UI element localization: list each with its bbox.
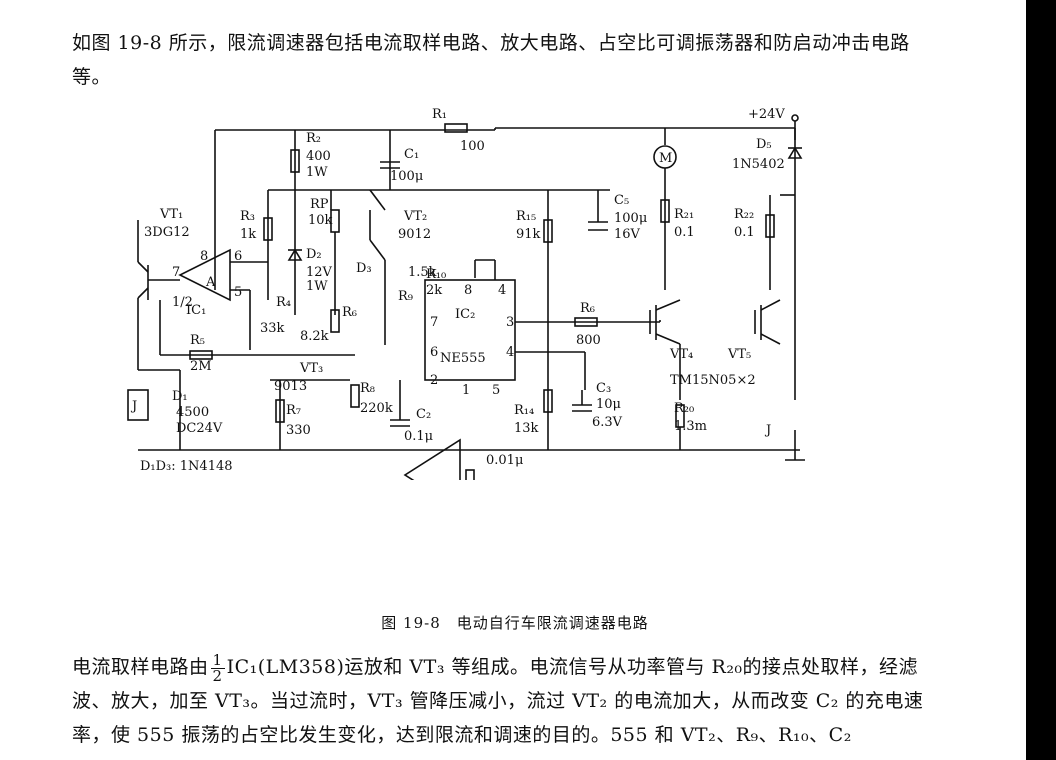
label-vt1-value: 3DG12 <box>144 225 190 240</box>
label-r6-value: 8.2k <box>300 329 329 344</box>
label-r6b-value: 800 <box>576 333 601 348</box>
label-d2-watt: 1W <box>306 279 328 294</box>
label-d3: D₃ <box>356 261 372 276</box>
label-r20: R₂₀ <box>674 401 694 416</box>
label-amp-a: A <box>205 275 216 290</box>
label-c-001: 0.01μ <box>486 453 523 468</box>
label-ic2-pin8: 8 <box>464 283 472 298</box>
label-c3-value: 10μ <box>596 397 621 412</box>
circuit-diagram: R₁ 100 R₂ 400 1W C₁ 100μ +24V D₅ 1N5402 … <box>127 107 805 480</box>
label-c2: C₂ <box>416 407 431 422</box>
label-r9: R₉ <box>398 289 413 304</box>
label-r10: R₁₀ <box>426 267 446 282</box>
label-r4-value: 33k <box>260 321 285 336</box>
label-amp-a-pin5: 5 <box>234 285 242 300</box>
label-c3: C₃ <box>596 381 611 396</box>
label-r21-value: 0.1 <box>674 225 695 240</box>
label-c5-volt: 16V <box>614 227 641 242</box>
label-r2-value: 400 <box>306 149 331 164</box>
label-ic2: IC₂ <box>455 307 475 322</box>
label-c2-value: 0.1μ <box>404 429 433 444</box>
label-r8-value: 220k <box>360 401 393 416</box>
label-switch-j: J <box>764 423 771 438</box>
label-r1-value: 100 <box>460 139 485 154</box>
label-c1: C₁ <box>404 147 419 162</box>
label-rp: RP <box>310 197 329 212</box>
label-ic2-pin6: 6 <box>430 345 438 360</box>
label-d1-rating: DC24V <box>176 421 223 436</box>
label-tm15n05: TM15N05×2 <box>670 373 756 388</box>
label-motor: M <box>659 151 672 166</box>
body-rest: IC₁(LM358)运放和 VT₃ 等组成。电流信号从功率管与 R₂₀的接点处取… <box>72 656 924 746</box>
label-r3: R₃ <box>240 209 255 224</box>
label-r15-value: 91k <box>516 227 541 242</box>
label-c1-value: 100μ <box>390 169 423 184</box>
label-d1-value: 4500 <box>176 405 209 420</box>
label-amp-a-pin8: 8 <box>200 249 208 264</box>
label-vt4: VT₄ <box>669 347 693 362</box>
label-r6b: R₆ <box>580 301 595 316</box>
label-r14: R₁₄ <box>514 403 534 418</box>
label-relay-j: J <box>130 399 137 414</box>
label-ic2-pin3: 3 <box>506 315 514 330</box>
label-vt5: VT₅ <box>727 347 751 362</box>
label-r1: R₁ <box>432 107 447 122</box>
label-ic1-a: IC₁ <box>186 303 206 318</box>
label-r22-value: 0.1 <box>734 225 755 240</box>
label-ic2-pin2: 2 <box>430 373 438 388</box>
label-r21: R₂₁ <box>674 207 694 222</box>
label-c3-volt: 6.3V <box>592 415 623 430</box>
label-vt3: VT₃ <box>299 361 323 376</box>
label-r14-value: 13k <box>514 421 539 436</box>
label-ic2-pin4: 4 <box>498 283 506 298</box>
label-ic2-pin4b: 4 <box>506 345 514 360</box>
label-r6: R₆ <box>342 305 357 320</box>
label-vt1: VT₁ <box>159 207 183 222</box>
fraction-numerator: 1 <box>210 650 225 669</box>
label-amp-a-pin6: 6 <box>234 249 242 264</box>
label-d1: D₁ <box>172 389 188 404</box>
label-r2-watt: 1W <box>306 165 328 180</box>
label-r2: R₂ <box>306 131 321 146</box>
label-half-a: 1/2 <box>172 295 193 310</box>
label-r15: R₁₅ <box>516 209 536 224</box>
label-r4: R₄ <box>276 295 291 310</box>
label-vt2-value: 9012 <box>398 227 431 242</box>
label-d2: D₂ <box>306 247 322 262</box>
label-d5: D₅ <box>756 137 772 152</box>
intro-paragraph: 如图 19-8 所示，限流调速器包括电流取样电路、放大电路、占空比可调振荡器和防… <box>72 32 910 88</box>
label-ne555: NE555 <box>440 351 486 366</box>
right-edge-bar <box>1026 0 1056 760</box>
label-r20-value: 1.3m <box>674 419 707 434</box>
label-ic2-pin7: 7 <box>430 315 438 330</box>
label-r5: R₅ <box>190 333 205 348</box>
label-vt3-value: 9013 <box>274 379 307 394</box>
figure-caption: 图 19-8 电动自行车限流调速器电路 <box>381 614 649 632</box>
label-r10-value: 2k <box>426 283 442 298</box>
label-d5-value: 1N5402 <box>732 157 785 172</box>
label-c5: C₅ <box>614 193 629 208</box>
label-c5-value: 100μ <box>614 211 647 226</box>
label-d1d3: D₁D₃: 1N4148 <box>140 459 233 474</box>
label-d2-volt: 12V <box>306 265 333 280</box>
label-plus24v: +24V <box>748 107 785 122</box>
fraction-denominator: 2 <box>212 666 223 685</box>
label-ic2-pin5: 5 <box>492 383 500 398</box>
label-rp-value: 10k <box>308 213 333 228</box>
label-r7-value: 330 <box>286 423 311 438</box>
label-r22: R₂₂ <box>734 207 754 222</box>
label-ic2-pin1: 1 <box>462 383 470 398</box>
label-vt2: VT₂ <box>403 209 427 224</box>
body-start: 电流取样电路由 <box>72 656 209 678</box>
label-r7: R₇ <box>286 403 301 418</box>
label-r3-value: 1k <box>240 227 256 242</box>
label-r8: R₈ <box>360 381 375 396</box>
label-r9-value: 1.5k <box>408 265 437 280</box>
label-r5-value: 2M <box>190 359 212 374</box>
label-amp-a-pin7: 7 <box>172 265 180 280</box>
